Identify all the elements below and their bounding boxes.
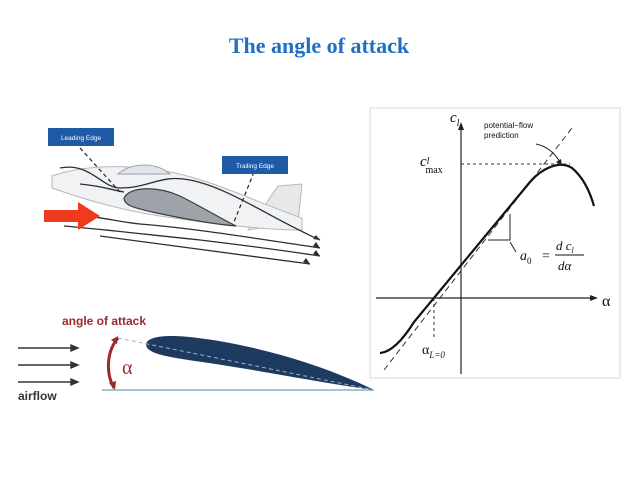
slope-triangle <box>488 214 511 241</box>
lift-curve <box>379 163 596 355</box>
airplane-streamline-figure: Leading Edge Trailing Edge <box>40 118 330 278</box>
canopy-shape <box>116 164 172 175</box>
leading-edge-leader <box>79 147 121 193</box>
chord-line <box>117 337 375 391</box>
wing-airfoil-shape <box>123 188 237 227</box>
trailing-edge-callout-box <box>222 156 288 174</box>
svg-text:a0: a0 <box>520 249 532 266</box>
slide-title: The angle of attack <box>228 33 410 58</box>
potential-flow-label: potential−flow prediction <box>484 121 535 140</box>
aoa-title: angle of attack <box>62 314 146 328</box>
aoa-alpha-symbol: α <box>122 357 133 379</box>
angle-of-attack-figure: angle of attack airflow α <box>18 314 375 403</box>
airflow-arrows <box>18 343 80 387</box>
leading-edge-callout-box <box>48 128 114 146</box>
trailing-edge-leader <box>233 171 255 223</box>
svg-text:d cl: d cl <box>556 238 575 255</box>
potential-flow-pointer <box>535 143 561 163</box>
leading-edge-label: Leading Edge <box>61 135 102 142</box>
angle-arc <box>107 337 120 389</box>
flow-arrow-shape <box>44 202 100 230</box>
streamlines <box>59 166 321 265</box>
angle-arc-arrowhead <box>109 381 116 390</box>
aoa-airfoil-shape <box>146 336 374 390</box>
lift-curve-border <box>369 107 621 379</box>
trailing-edge-label: Trailing Edge <box>236 163 274 170</box>
slope-equation: a0 = d cl dα <box>520 238 584 273</box>
streamline-arrowheads <box>303 235 320 264</box>
svg-text:=: = <box>542 249 550 264</box>
svg-text:dα: dα <box>558 258 573 273</box>
zero-lift-label: αL=0 <box>422 343 445 360</box>
y-axis-label: cl <box>450 110 460 129</box>
potential-flow-line <box>383 127 573 371</box>
x-axis-label: α <box>602 293 611 310</box>
airflow-label: airflow <box>18 389 57 403</box>
